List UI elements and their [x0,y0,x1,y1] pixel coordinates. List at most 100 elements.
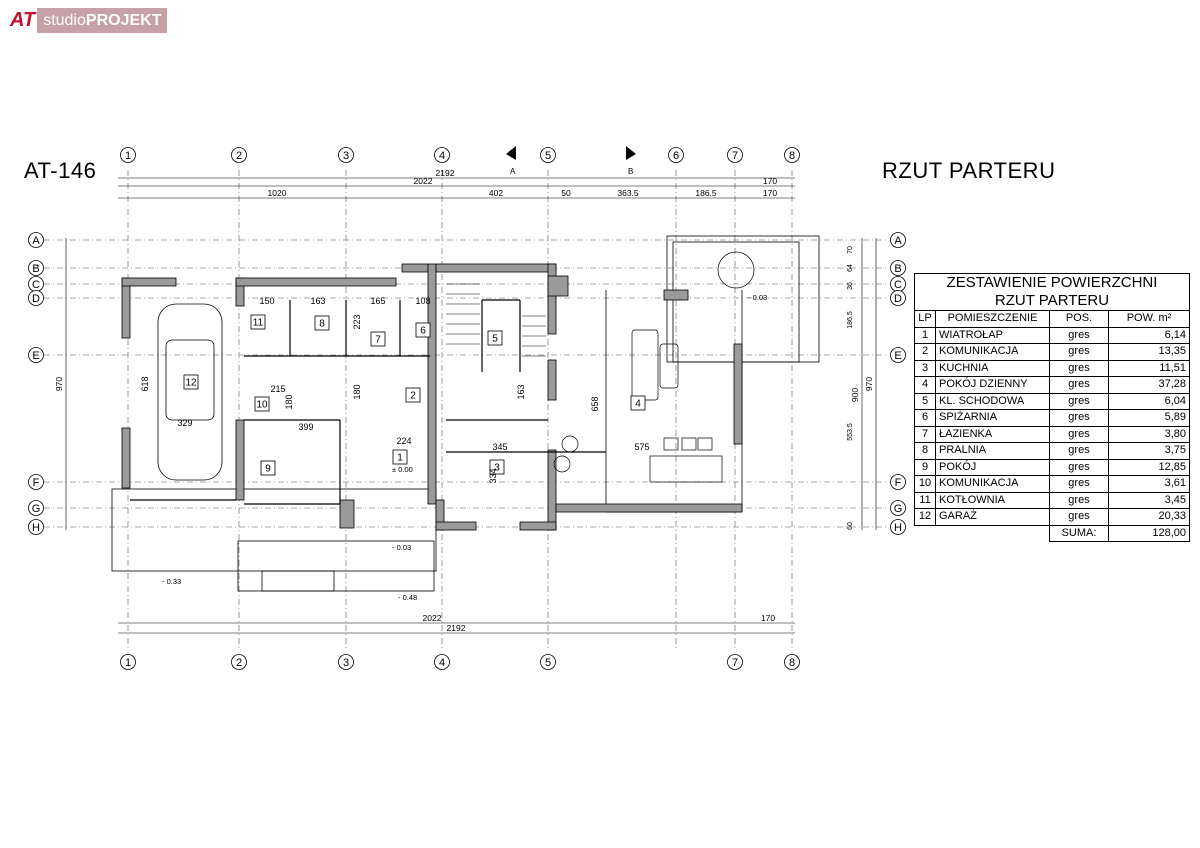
cell-area: 37,28 [1108,376,1190,394]
cell-area: 3,61 [1108,475,1190,493]
cell-pos: gres [1049,409,1109,427]
axis-row-left-8-circle [28,519,44,535]
axis-col-bottom-1: 1 [125,657,131,669]
interior-dim-1: 150 [259,296,274,306]
cell-lp: 7 [914,425,936,443]
axis-row-right-3: C [894,279,902,291]
cell-name: KOTŁOWNIA [935,491,1050,509]
section-mark-b-arrow [626,146,636,160]
axis-row-left-6: F [33,477,40,489]
axis-row-right-1-circle [890,232,906,248]
interior-dim-3: 165 [370,296,385,306]
axis-row-left-4: D [32,293,40,305]
dim-top-seg-4: 363.5 [617,188,639,198]
axis-row-right-7: G [894,503,903,515]
cell-name: KOMUNIKACJA [935,475,1050,493]
axis-col-bottom-7-circle [727,654,743,670]
cell-pos: gres [1049,326,1109,344]
cell-pos: gres [1049,491,1109,509]
dim-bottom-sub-2: 170 [761,613,775,623]
cell-name: KL. SCHODOWA [935,392,1050,410]
axis-col-bottom-2-circle [231,654,247,670]
dim-top-sub-1: 2022 [414,176,433,186]
axis-row-right-1: A [894,235,902,247]
axis-row-right-4-circle [890,290,906,306]
cell-lp: 1 [914,326,936,344]
axis-row-left-3: C [32,279,40,291]
room-box-2 [405,387,421,403]
cell-pos: gres [1049,508,1109,526]
axis-row-right-7-circle [890,500,906,516]
axis-col-bottom-3: 3 [343,657,349,669]
cell-pos: gres [1049,343,1109,361]
cell-lp: 9 [914,458,936,476]
cell-name: KUCHNIA [935,359,1050,377]
cell-pos: gres [1049,442,1109,460]
axis-row-left-1-circle [28,232,44,248]
cell-lp: 8 [914,442,936,460]
interior-dim-16: 575 [634,442,649,452]
room-box-5 [487,330,503,346]
axis-col-top-7: 7 [732,150,738,162]
interior-dim-6: 215 [270,384,285,394]
dim-top-seg-2: 402 [489,188,503,198]
axis-row-left-7-circle [28,500,44,516]
plan-title: RZUT PARTERU [882,158,1056,183]
structural-walls [121,263,743,531]
cell-lp: 12 [914,508,936,526]
dim-right-seg-5: 553.5 [847,423,854,441]
dim-right-depth-b: 970 [864,377,874,391]
room-box-6 [415,322,431,338]
logo-projekt: PROJEKT [85,12,162,29]
cell-name: ŁAZIENKA [935,425,1050,443]
axis-col-top-8-circle [784,147,800,163]
axis-col-bottom-4-circle [434,654,450,670]
cell-pos: gres [1049,359,1109,377]
axis-col-top-3: 3 [343,150,349,162]
room-box-10 [254,396,270,412]
dim-top-seg-6: 170 [763,188,777,198]
room-number-8: 8 [319,319,325,330]
cell-name: POKÓJ DZIENNY [935,376,1050,394]
axis-row-right-6: F [895,477,902,489]
dimension-texts: 2192 2022 170 1020 402 50 363.5 186.5 17… [54,168,874,633]
axis-col-top-6: 6 [673,150,679,162]
cell-lp: 4 [914,376,936,394]
axis-col-bottom-5: 5 [545,657,551,669]
dim-top-sub-2: 170 [763,176,777,186]
interior-dim-14: 163 [516,384,526,399]
axis-row-left-6-circle [28,474,44,490]
cell-pos: gres [1049,458,1109,476]
axis-col-bottom-7: 7 [732,657,738,669]
cell-area: 3,75 [1108,442,1190,460]
cell-pos: gres [1049,376,1109,394]
axis-row-right-4: D [894,293,902,305]
section-markers: A B [506,146,636,176]
room-number-9: 9 [265,464,271,475]
sum-label: SUMA: [1049,524,1109,542]
sum-value: 128,00 [1108,524,1190,542]
room-box-4 [630,395,646,411]
axis-row-right-8: H [894,522,902,534]
cell-name: POKÓJ [935,458,1050,476]
cell-lp: 11 [914,491,936,509]
terrace-outlines [111,235,820,592]
interior-dim-15: 658 [590,396,600,411]
room-box-3 [489,459,505,475]
stairs [446,283,546,357]
cell-area: 6,04 [1108,392,1190,410]
project-code: AT-146 [24,158,97,183]
axis-col-bottom-4: 4 [439,657,445,669]
interior-dim-2: 163 [310,296,325,306]
cell-area: 3,80 [1108,425,1190,443]
axis-row-left-2: B [32,263,39,275]
section-mark-b: B [628,167,633,176]
axis-col-top-4: 4 [439,150,445,162]
